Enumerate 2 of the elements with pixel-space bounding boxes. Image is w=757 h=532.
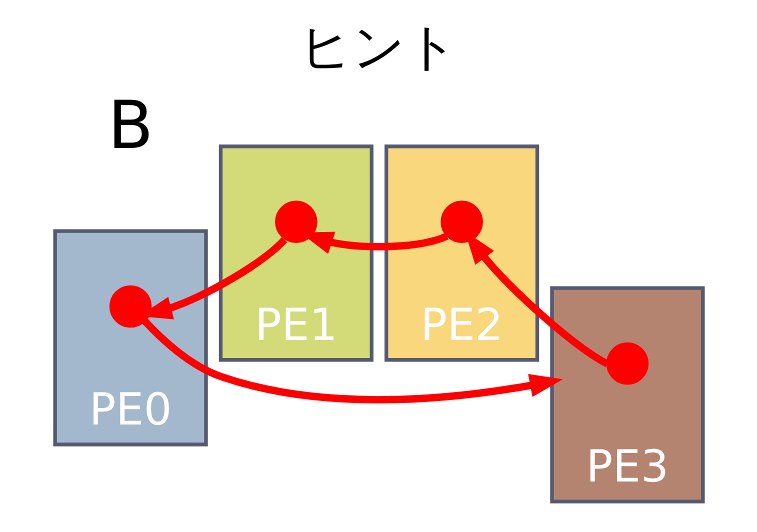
label: B	[107, 86, 153, 164]
diagram-title: ヒント	[299, 17, 458, 78]
